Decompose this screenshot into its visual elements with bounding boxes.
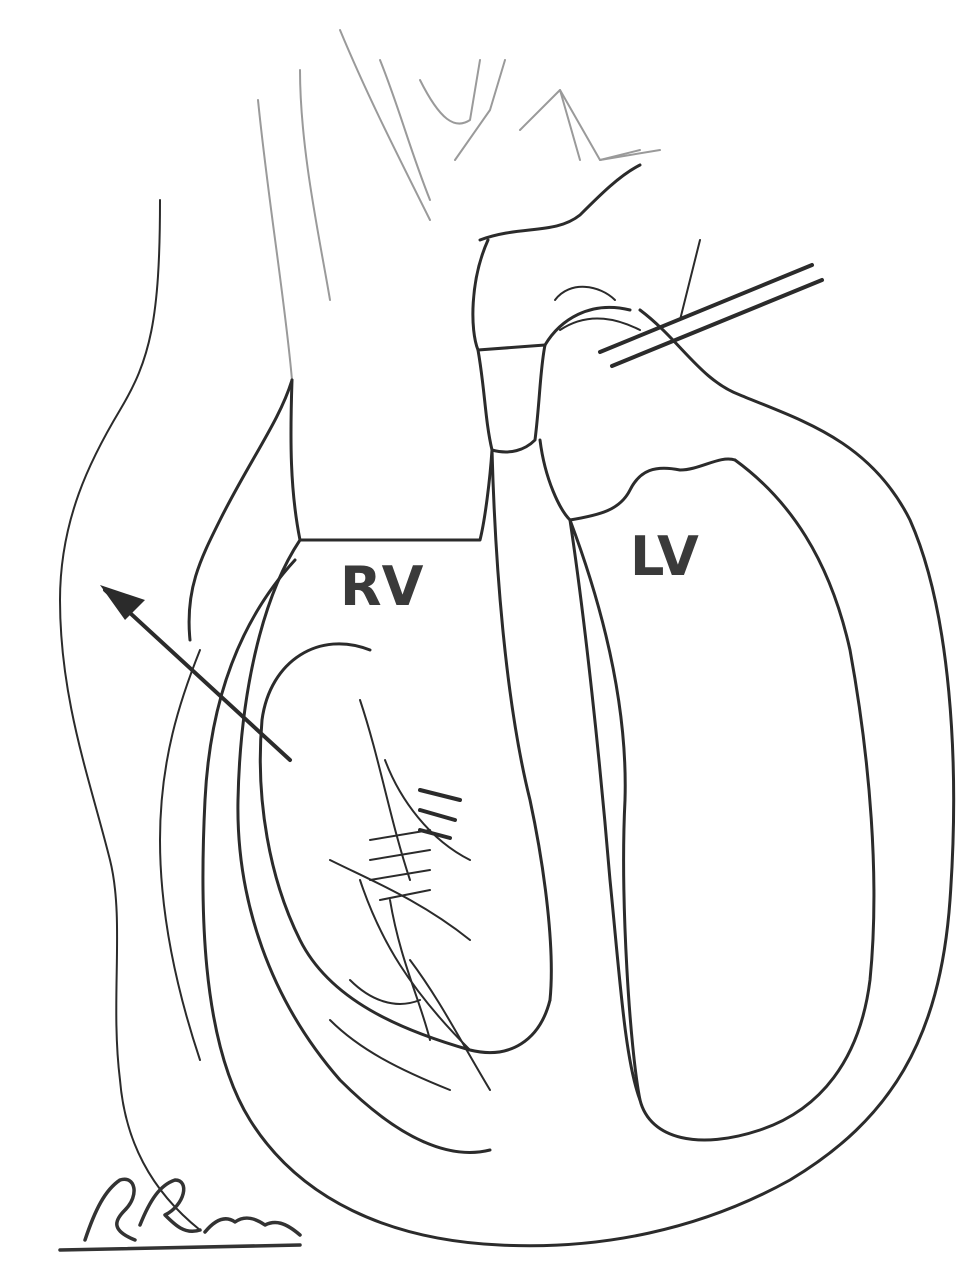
lv-label: LV: [630, 525, 699, 588]
great-vessels: [258, 30, 660, 380]
artist-signature: [60, 1179, 300, 1250]
arrow-left: [100, 585, 290, 760]
tricuspid-valve: [330, 700, 490, 1090]
lv-walls: [203, 310, 954, 1246]
rv-label: RV: [340, 555, 424, 618]
catheter-upper: [600, 240, 822, 366]
right-atrium: [60, 200, 492, 1230]
septum: [492, 450, 640, 1100]
